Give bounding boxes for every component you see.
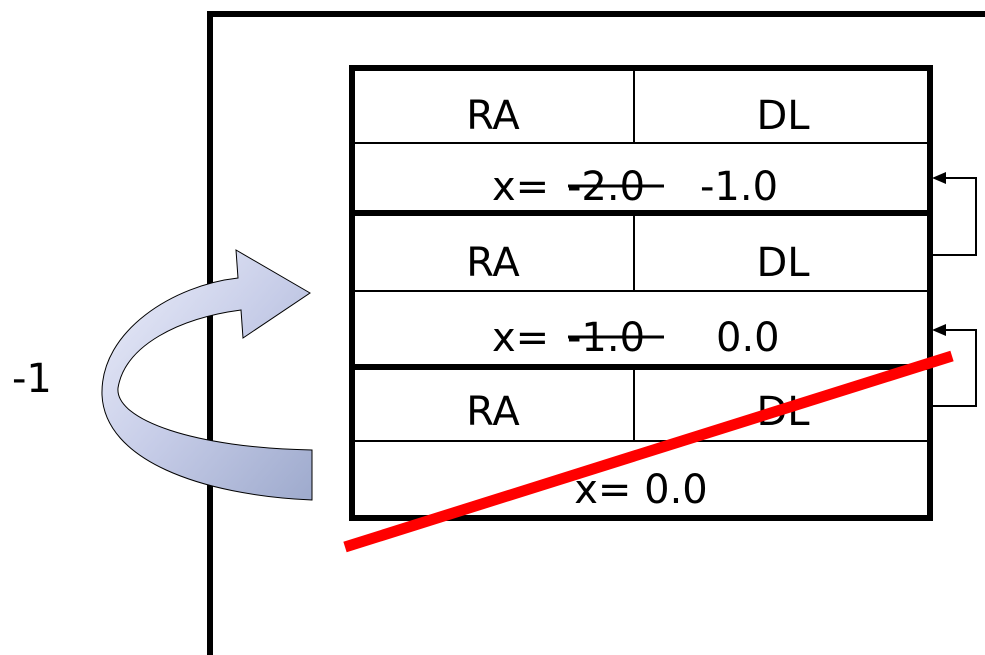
- link-arrow-icon: [932, 324, 977, 407]
- link-arrow-icon: [932, 172, 977, 256]
- frame-3-x: x= 0.0: [574, 467, 708, 513]
- frame-2-x-prefix: x=: [492, 315, 549, 361]
- frame-1: RA DL x= -2.0 -1.0: [349, 65, 933, 216]
- frame-2-x-new: 0.0: [716, 315, 780, 361]
- frame-3-ra: RA: [466, 389, 520, 435]
- strike-line: [343, 350, 954, 553]
- curved-arrow-icon: [101, 249, 313, 501]
- frame-2: RA DL x= -1.0 0.0: [349, 210, 933, 370]
- frame-2-ra: RA: [466, 240, 520, 286]
- frame-1-ra: RA: [466, 93, 520, 139]
- frame-1-x-new: -1.0: [700, 164, 778, 210]
- frame-1-dl: DL: [756, 93, 810, 139]
- frame-1-x-prefix: x=: [492, 164, 549, 210]
- frame-2-dl: DL: [756, 240, 810, 286]
- minus-one-label: -1: [12, 356, 52, 402]
- outer-frame: [207, 11, 985, 655]
